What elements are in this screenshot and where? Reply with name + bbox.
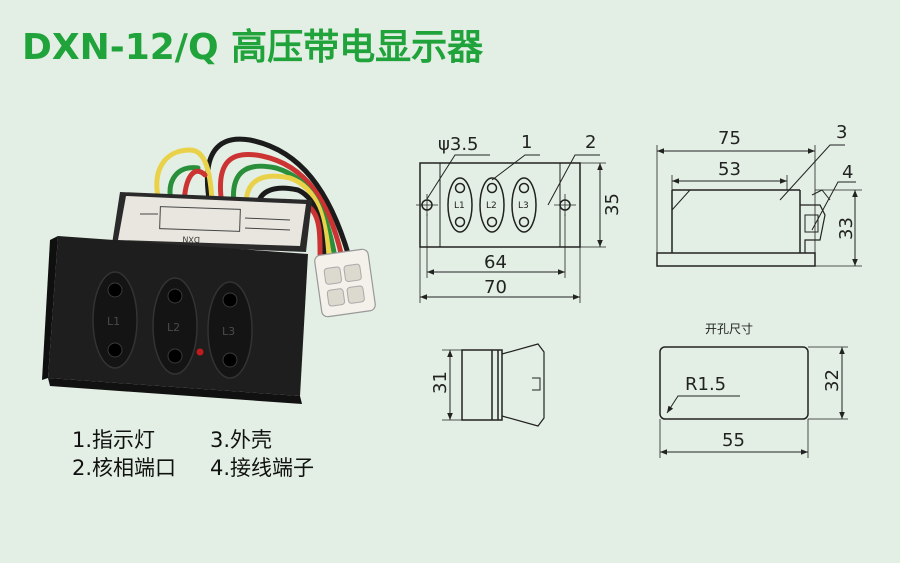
dim-front-height: 35: [602, 193, 623, 216]
dim-front-width-outer: 70: [484, 277, 507, 298]
port-label-l1: L1: [454, 201, 465, 211]
page-title: DXN-12/Q 高压带电显示器: [22, 27, 484, 68]
dim-end-height: 31: [430, 371, 451, 394]
svg-text:L3: L3: [222, 325, 235, 338]
photo-port-l3: L3: [207, 281, 253, 379]
dim-cutout-width: 55: [722, 430, 745, 451]
end-view: [442, 343, 545, 427]
svg-text:L2: L2: [167, 321, 180, 334]
photo-port-l1: L1: [92, 271, 138, 369]
panel-cutout: [659, 346, 848, 458]
callout-3: 3: [836, 122, 847, 143]
port-label-l3: L3: [518, 201, 529, 211]
svg-text:L1: L1: [107, 315, 120, 328]
legend-item-3: 3.外壳: [210, 428, 273, 452]
legend-item-2: 2.核相端口: [72, 456, 177, 480]
dim-side-height: 33: [836, 217, 857, 240]
dim-cutout-height: 32: [822, 369, 843, 392]
legend-item-1: 1.指示灯: [72, 428, 156, 452]
dim-hole-diameter: ψ3.5: [438, 134, 479, 155]
wire-connector: [314, 248, 376, 318]
photo-label: DXN: [182, 234, 200, 244]
indicator-led: [196, 348, 204, 356]
port-label-l2: L2: [486, 201, 497, 211]
photo-port-l2: L2: [152, 277, 198, 375]
dim-side-length-outer: 75: [718, 128, 741, 149]
legend-item-4: 4.接线端子: [210, 456, 315, 480]
dim-cutout-radius: R1.5: [685, 374, 726, 395]
callout-1: 1: [521, 132, 532, 153]
callout-2: 2: [585, 132, 596, 153]
callout-4: 4: [842, 162, 853, 183]
dim-front-width-inner: 64: [484, 252, 507, 273]
dim-side-length-inner: 53: [718, 159, 741, 180]
side-view: [656, 144, 862, 267]
front-view: [416, 154, 606, 303]
cutout-title: 开孔尺寸: [705, 322, 753, 336]
product-photo: DXN L1 L2 L3: [42, 136, 376, 404]
